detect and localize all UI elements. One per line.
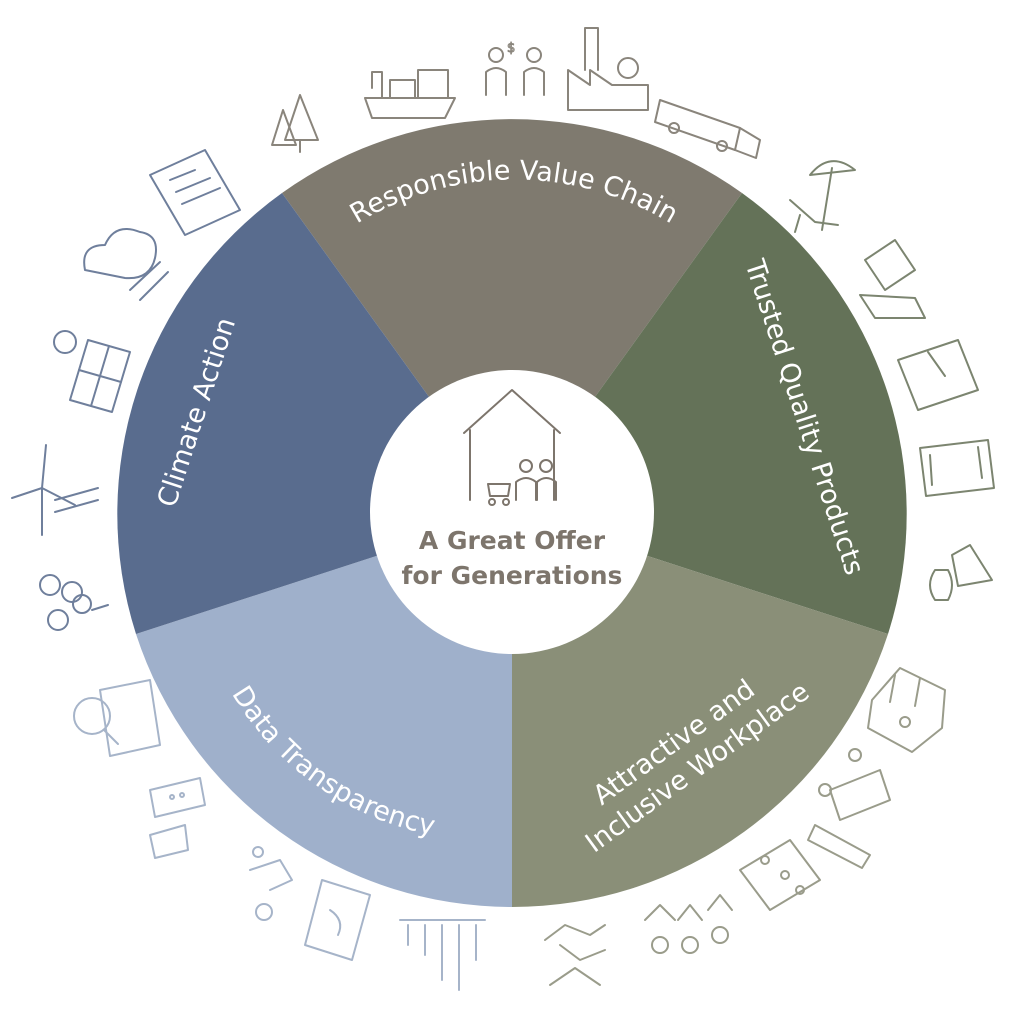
segment-responsible-value-chain <box>282 119 742 513</box>
home-textile-icon <box>859 239 926 319</box>
team-people-icon <box>644 894 733 954</box>
chat-megaphone-icon <box>149 777 206 859</box>
people-network-icon <box>249 846 293 921</box>
beach-umbrella-chair-icon <box>789 160 856 233</box>
meeting-table-icon <box>739 839 821 911</box>
plants-icon <box>39 574 109 631</box>
center-title-line2: for Generations <box>402 561 623 590</box>
cloud-wind-icon <box>83 228 169 301</box>
factory-icon <box>567 27 649 111</box>
store-floorplan-icon <box>867 667 946 753</box>
smartphone-icon <box>304 879 371 961</box>
wind-turbine-icon <box>11 444 99 536</box>
newspaper-icon <box>149 149 241 236</box>
center-title-line1: A Great Offer <box>419 526 606 555</box>
solar-panel-icon <box>53 330 131 413</box>
warehouse-rack-icon <box>807 748 891 869</box>
svg-text:$: $ <box>507 41 515 56</box>
sofa-icon <box>919 439 995 497</box>
truck-icon <box>654 99 761 159</box>
forest-icon <box>271 94 319 153</box>
bar-chart-icon <box>399 919 486 991</box>
magnifier-document-icon <box>73 679 161 757</box>
lamp-vase-icon <box>929 544 993 601</box>
people-money-icon: $ <box>485 41 545 96</box>
handshake-icon <box>544 924 606 986</box>
bedding-icon <box>897 339 979 411</box>
cargo-ship-icon <box>364 69 456 119</box>
center-circle <box>370 370 654 654</box>
family-house-icon <box>463 389 561 506</box>
